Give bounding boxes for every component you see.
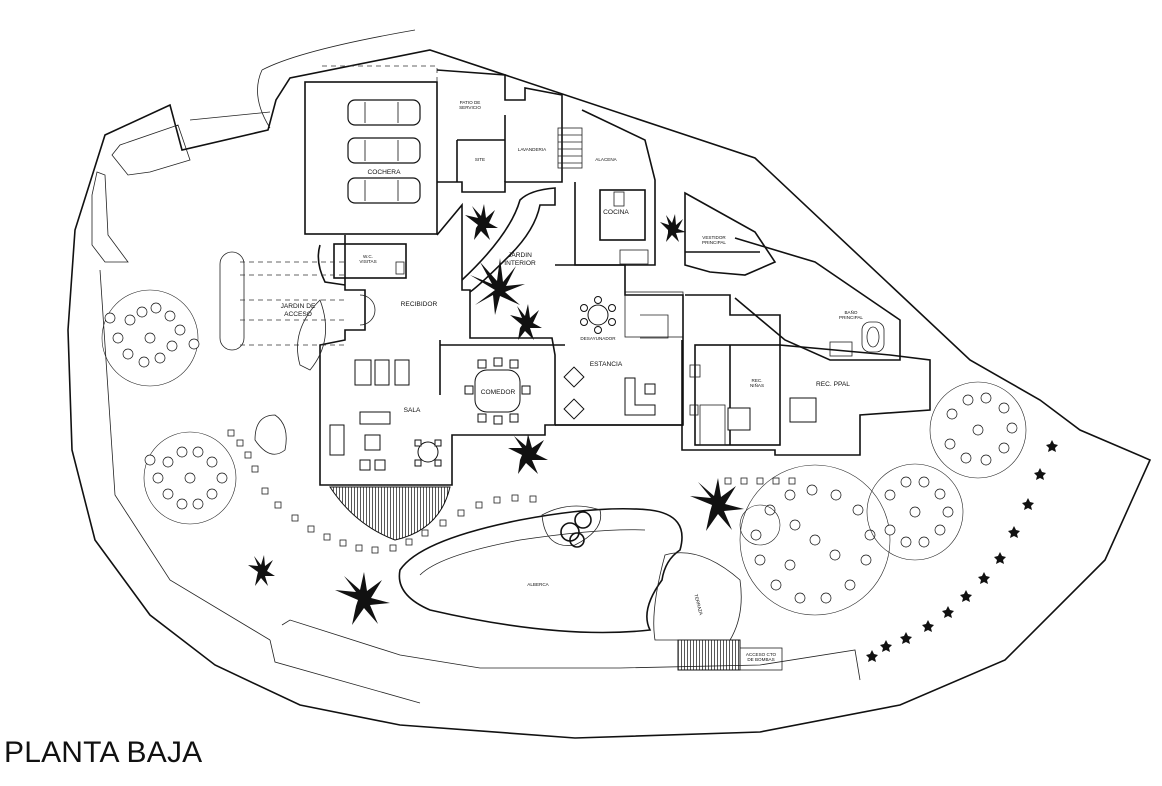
label-rec-ppal: REC. PPAL <box>816 381 850 388</box>
car <box>347 99 421 126</box>
palm-plant <box>508 434 548 474</box>
palm-plant <box>510 304 542 340</box>
label-cocina: COCINA <box>603 209 629 216</box>
shrub-cluster <box>560 511 592 548</box>
palm-plant <box>690 478 744 531</box>
label-sala: SALA <box>404 407 421 414</box>
tree <box>143 431 237 525</box>
page-title: PLANTA BAJA <box>4 736 203 769</box>
label-rec-ninas: REC.NIÑAS <box>750 378 764 388</box>
palm-plant <box>335 572 390 625</box>
palm-plant <box>470 258 525 315</box>
tree <box>101 289 200 387</box>
sala-sofas <box>329 359 442 471</box>
label-recibidor: RECIBIDOR <box>401 301 438 308</box>
label-alacena: ALACENA <box>595 157 617 162</box>
tree <box>866 463 964 561</box>
label-estancia: ESTANCIA <box>590 361 623 368</box>
label-site: SITE <box>475 157 485 162</box>
palm-plant <box>248 555 275 586</box>
star-shrubs <box>866 440 1058 662</box>
label-wc-visitas: W.C.VISITAS <box>359 254 376 264</box>
tree <box>929 381 1027 479</box>
tree <box>739 464 891 616</box>
pump-room-hatch <box>677 639 741 671</box>
garden-stepping-stones <box>227 429 796 554</box>
access-path-lines <box>219 251 345 455</box>
label-cochera: COCHERA <box>368 169 402 176</box>
dining-table <box>464 357 531 425</box>
label-lavanderia: LAVANDERIA <box>518 147 547 152</box>
car <box>347 177 421 204</box>
label-alberca: ALBERCA <box>527 582 549 587</box>
label-terraza: TERRAZA <box>693 594 704 617</box>
breakfast-table <box>580 296 616 334</box>
house-walls <box>304 65 931 486</box>
car <box>347 137 421 164</box>
label-comedor: COMEDOR <box>481 389 516 396</box>
palm-plant <box>465 204 498 240</box>
terrace-hatch <box>329 486 451 541</box>
label-desayunador: DESAYUNADOR <box>580 336 616 341</box>
estancia-furniture <box>563 366 656 420</box>
palm-plant <box>660 214 686 242</box>
site-boundary <box>67 29 1152 739</box>
pool <box>398 505 742 641</box>
